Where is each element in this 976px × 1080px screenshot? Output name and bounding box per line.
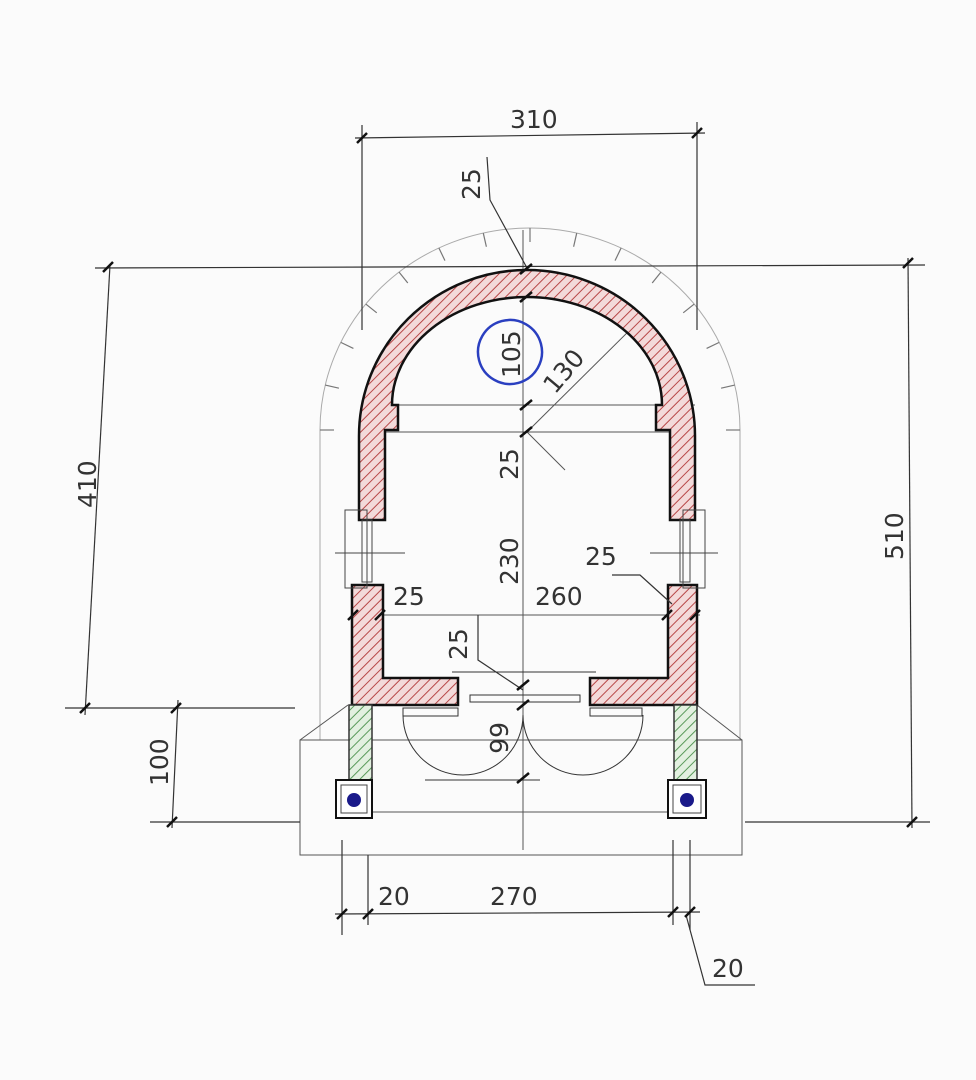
shell-tick [720, 384, 735, 389]
dim-left-footing-width: 20 [378, 882, 410, 911]
dimension-labels: 310 25 105 130 25 410 510 230 25 260 25 … [73, 105, 909, 983]
shell-tick [325, 384, 340, 389]
shell-tick [651, 271, 662, 284]
dim-crown-thickness: 25 [457, 168, 486, 200]
dimension-lines [65, 122, 930, 986]
dim-inner-width: 260 [535, 582, 583, 611]
dim-top-width: 310 [510, 105, 558, 134]
shell-tick [682, 303, 695, 314]
dim-floor-thickness: 25 [444, 628, 473, 660]
dim-arch-rise: 105 [497, 330, 526, 378]
shell-tick [438, 247, 446, 261]
dim-floor-depth: 66 [484, 722, 513, 754]
left-column [348, 704, 373, 782]
excavation-outline [299, 227, 743, 856]
dim-base-width: 270 [490, 882, 538, 911]
left-anchor-base [335, 779, 373, 819]
right-column [673, 704, 698, 782]
shell-tick [614, 247, 622, 261]
arch-lining [357, 268, 697, 522]
shell-tick [573, 232, 578, 247]
dim-right-footing-width: 20 [712, 954, 744, 983]
shell-tick [398, 271, 409, 284]
dim-footing-height: 100 [145, 738, 174, 786]
dim-right-wall-thickness: 25 [585, 542, 617, 571]
dim-arch-radius: 130 [537, 344, 590, 399]
dim-total-height-left: 410 [73, 460, 102, 508]
dim-total-height-right: 510 [880, 512, 909, 560]
shell-tick [706, 341, 720, 349]
right-anchor-base [667, 779, 707, 819]
dim-left-wall-thickness: 25 [393, 582, 425, 611]
right-lower-wall [588, 583, 699, 707]
hand-drawn-circle-annotation [476, 318, 544, 386]
shell-tick [365, 303, 378, 314]
dim-wall-height: 230 [495, 537, 524, 585]
shell-tick [340, 341, 354, 349]
side-openings [335, 509, 718, 589]
shell-tick [482, 232, 487, 247]
dim-springing-offset: 25 [495, 448, 524, 480]
shell-ticks [320, 228, 740, 431]
